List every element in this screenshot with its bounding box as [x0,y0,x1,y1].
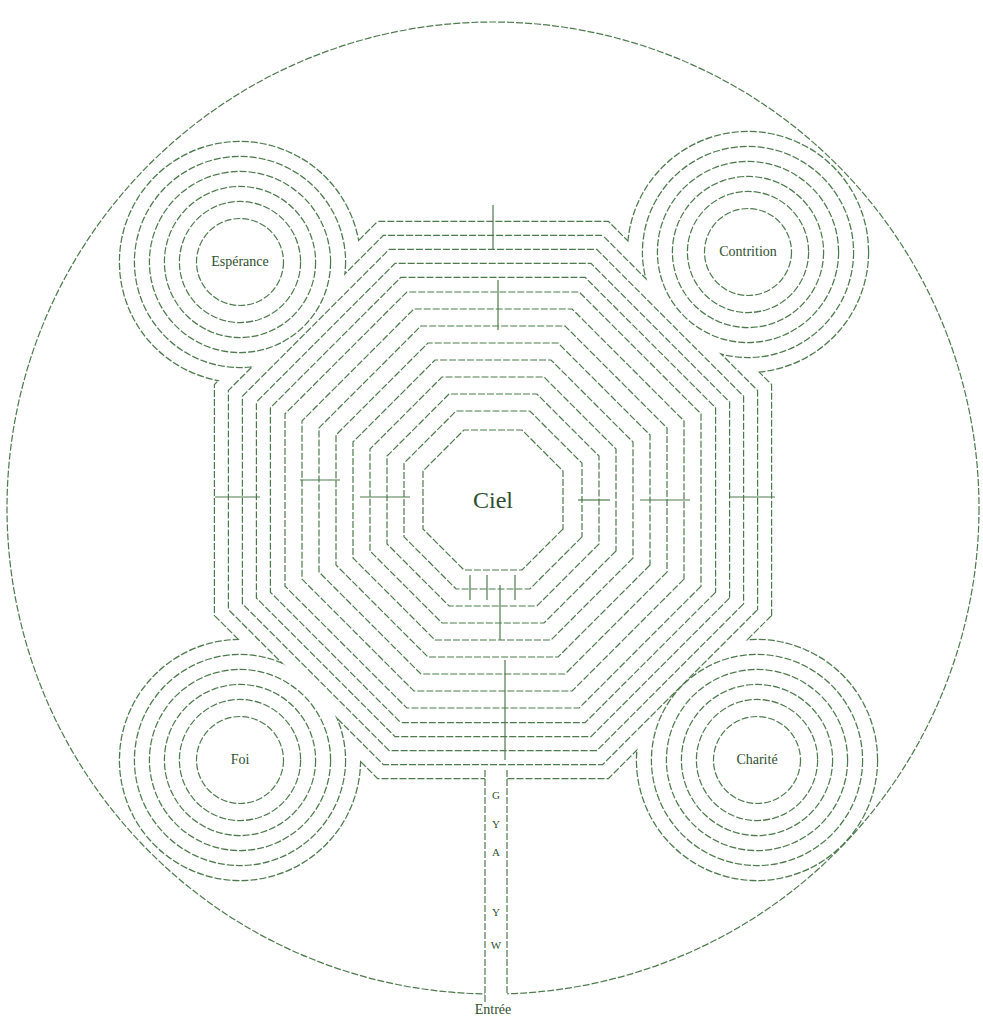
maze-rings [120,132,877,880]
path-letter: Y [491,819,501,830]
path-letter: Y [491,907,501,918]
virtue-circle: Contrition [703,207,793,297]
heaven-octagon: Ciel [421,428,565,572]
entrance-corridor [485,770,507,1002]
region-name: Contrition [719,244,777,260]
virtue-circle: Foi [195,715,285,805]
region-name: Espérance [211,254,269,270]
path-letter: G [491,790,501,801]
region-name: Foi [231,752,250,768]
path-letter: W [490,940,502,951]
virtue-circle: Espérance [195,217,285,307]
boundary-circle [7,22,979,994]
region-name: Ciel [473,487,513,514]
region-name: Charité [736,752,777,768]
path-letter: A [491,847,501,858]
entrance-label: Entrée [474,1003,513,1017]
virtue-circle: Charité [712,715,802,805]
